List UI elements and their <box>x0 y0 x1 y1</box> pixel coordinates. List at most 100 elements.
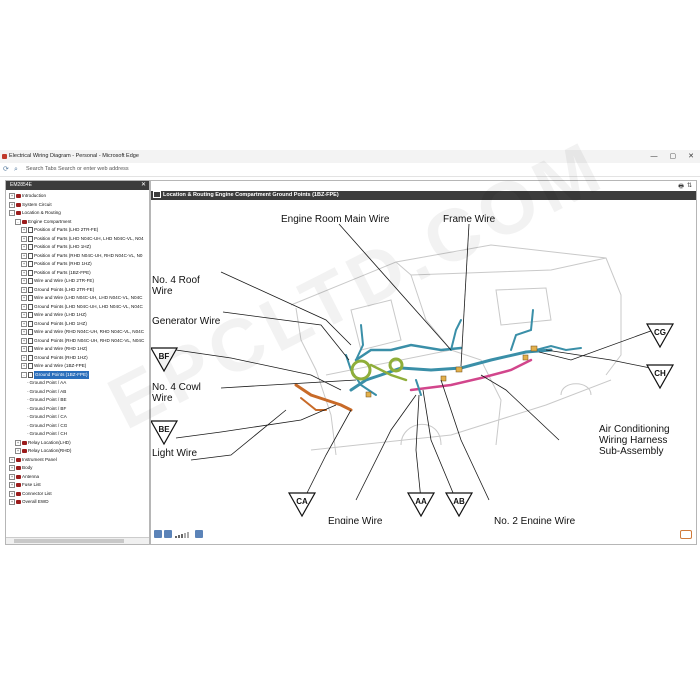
expand-icon[interactable]: + <box>21 235 27 242</box>
tree-item[interactable]: -Ground Point / CH <box>27 430 67 438</box>
expand-icon[interactable]: + <box>21 227 27 233</box>
tree-item[interactable]: +Position of Parts (1BZ-FPE) <box>21 269 91 277</box>
ground-point-ch[interactable]: CH <box>645 364 675 390</box>
expand-icon[interactable]: + <box>21 354 27 361</box>
zoom-in-icon[interactable] <box>164 530 172 538</box>
ground-point-be[interactable]: BE <box>151 420 179 446</box>
tree-item[interactable]: +Connector List <box>9 490 52 498</box>
zoom-out-icon[interactable] <box>154 530 162 538</box>
tree-item-label: Ground Points (LHD N04C-UH, LHD N04C-VL,… <box>34 303 143 309</box>
minimize-button[interactable]: — <box>650 153 658 160</box>
tree-item[interactable]: +Position of Parts (LHD 1HZ) <box>21 243 91 251</box>
horizontal-scrollbar[interactable] <box>6 537 149 544</box>
expand-icon[interactable]: + <box>21 278 27 284</box>
ground-point-bf[interactable]: BF <box>151 347 179 373</box>
tree-item[interactable]: +Position of Parts (LHD N04C-UH, LHD N04… <box>21 235 144 243</box>
tree-item[interactable]: +Instrument Panel <box>9 456 57 464</box>
tree-item[interactable]: +Wire and Wire (LHD N04C-UH, LHD N04C-VL… <box>21 294 143 302</box>
expand-icon[interactable]: + <box>9 465 15 471</box>
tree-item[interactable]: -Ground Points (1BZ-FPE) <box>21 370 89 379</box>
address-input[interactable]: Search or enter web address <box>58 166 129 172</box>
tree-item[interactable]: +Wire and Wire (RHD N04C-UH, RHD N04C-VL… <box>21 328 144 336</box>
tree-item[interactable]: +Antenna <box>9 473 39 481</box>
tree-item[interactable]: +Ground Points (LHD 1HZ) <box>21 320 87 328</box>
tree-item[interactable]: -Ground Point / BE <box>27 396 67 404</box>
document-icon <box>28 337 33 344</box>
expand-icon[interactable]: + <box>21 346 27 352</box>
tree-item[interactable]: +Ground Points (RHD 1HZ) <box>21 354 88 362</box>
expand-icon[interactable]: + <box>21 320 27 327</box>
print-icon[interactable]: 🖶 <box>678 184 684 190</box>
tree-item[interactable]: +Position of Parts (RHD N04C-UH, RHD N04… <box>21 252 143 260</box>
ground-point-ch-label: CH <box>654 369 666 378</box>
expand-icon[interactable]: + <box>15 448 21 454</box>
ground-point-ca[interactable]: CA <box>287 492 317 518</box>
ground-point-ab[interactable]: AB <box>444 492 474 518</box>
expand-icon[interactable]: + <box>9 193 15 199</box>
tree-item[interactable]: +Relay Location(LHD) <box>15 439 71 447</box>
tree-item[interactable]: +Relay Location(RHD) <box>15 447 71 455</box>
expand-icon[interactable]: + <box>9 201 15 208</box>
maximize-button[interactable]: ▢ <box>669 153 677 160</box>
search-icon[interactable]: ⌕ <box>14 166 18 173</box>
tree-item[interactable]: -Engine Compartment <box>15 218 71 226</box>
leaf-dash-icon: - <box>27 388 29 394</box>
tree-item[interactable]: +Wire and Wire (RHD 1HZ) <box>21 345 87 353</box>
feedback-icon[interactable] <box>680 530 692 539</box>
expand-icon[interactable]: + <box>21 303 27 310</box>
tree-item[interactable]: +Wire and Wire (1BZ-FPE) <box>21 362 86 370</box>
expand-icon[interactable]: + <box>21 295 27 301</box>
close-pane-icon[interactable]: ✕ <box>140 182 146 188</box>
expand-icon[interactable]: + <box>21 329 27 335</box>
tree-item[interactable]: +Fuse List <box>9 481 41 489</box>
tree-item[interactable]: +Overall EWD <box>9 498 49 506</box>
collapse-icon[interactable]: - <box>9 210 15 216</box>
expand-icon[interactable]: + <box>21 244 27 250</box>
refresh-icon[interactable]: ⟳ <box>3 166 9 173</box>
tree-item[interactable]: +Ground Points (RHD N04C-UH, RHD N04C-VL… <box>21 337 144 345</box>
expand-icon[interactable]: + <box>9 473 15 480</box>
tree-item[interactable]: + Ground Points (LHD N04C-UH, LHD N04C-VL… <box>21 303 143 311</box>
tree-item[interactable]: +Ground Points (LHD 2TR-FE) <box>21 286 94 294</box>
tree-item[interactable]: -Ground Point / CA <box>27 413 67 421</box>
expand-icon[interactable]: + <box>9 499 15 505</box>
tree-item[interactable]: +Position of Parts (LHD 2TR-FE) <box>21 226 98 234</box>
tree-item[interactable]: +Wire and Wire (LHD 1HZ) <box>21 311 87 319</box>
tree-item[interactable]: -Ground Point / BF <box>27 405 66 413</box>
fit-page-icon[interactable] <box>195 530 203 538</box>
tree-item[interactable]: -Ground Point / AA <box>27 379 66 387</box>
ac-harness-label-3: Sub-Assembly <box>599 446 663 457</box>
sync-icon[interactable]: ⇅ <box>686 183 692 189</box>
tree-item[interactable]: +Wire and Wire (LHD 2TR-FE) <box>21 277 94 285</box>
document-icon <box>28 371 33 378</box>
zoom-level-icon[interactable] <box>175 532 189 538</box>
document-icon <box>28 227 33 233</box>
expand-icon[interactable]: + <box>21 363 27 369</box>
expand-icon[interactable]: + <box>21 252 27 259</box>
tree-item[interactable]: -Location & Routing <box>9 209 61 217</box>
expand-icon[interactable]: + <box>21 261 27 267</box>
expand-icon[interactable]: + <box>21 269 27 276</box>
expand-icon[interactable]: + <box>15 439 21 446</box>
ground-point-cg[interactable]: CG <box>645 323 675 349</box>
tree-item[interactable]: -Ground Point / AB <box>27 388 66 396</box>
expand-icon[interactable]: + <box>9 456 15 463</box>
close-window-button[interactable]: ✕ <box>688 153 694 160</box>
expand-icon[interactable]: + <box>21 312 27 318</box>
ground-point-aa[interactable]: AA <box>406 492 436 518</box>
search-tabs-button[interactable]: Search Tabs <box>26 166 57 172</box>
expand-icon[interactable]: + <box>9 482 15 488</box>
book-icon <box>16 500 21 504</box>
expand-icon[interactable]: + <box>21 337 27 344</box>
scrollbar-thumb[interactable] <box>14 539 124 543</box>
tree-item[interactable]: -Ground Point / CG <box>27 422 67 430</box>
tree-item[interactable]: +Position of Parts (RHD 1HZ) <box>21 260 92 268</box>
tree-item-label: Ground Points (1BZ-FPE) <box>34 370 89 379</box>
tree-item[interactable]: +Body <box>9 464 32 472</box>
expand-icon[interactable]: + <box>9 490 15 497</box>
tree-item[interactable]: +Introduction <box>9 192 46 200</box>
collapse-icon[interactable]: - <box>15 218 21 225</box>
expand-icon[interactable]: + <box>21 286 27 293</box>
tree-item[interactable]: +System Circuit <box>9 201 52 209</box>
collapse-icon[interactable]: - <box>21 371 27 378</box>
